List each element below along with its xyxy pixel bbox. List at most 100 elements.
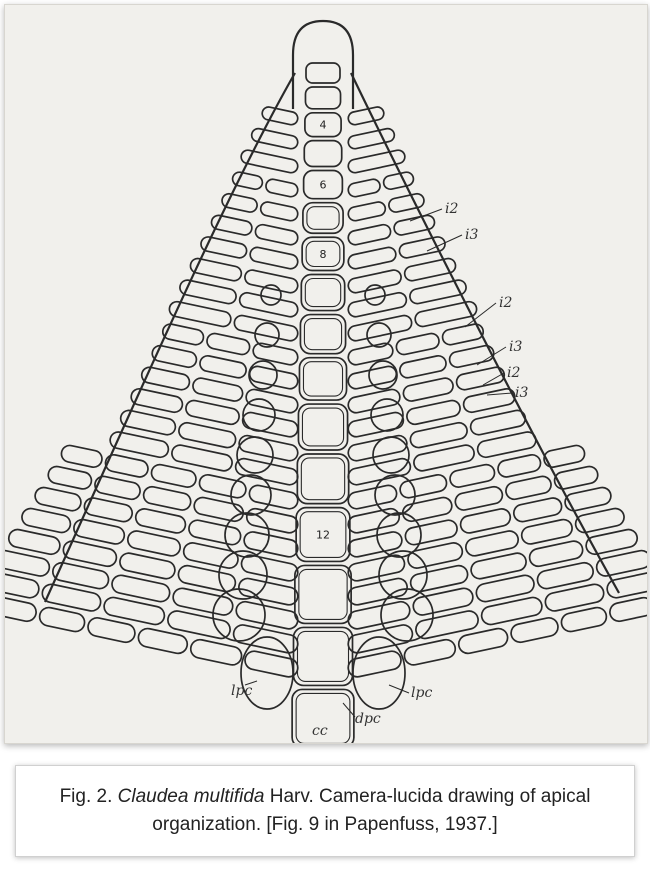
lateral-cell <box>184 399 240 426</box>
pericentral-cell <box>237 437 273 473</box>
lateral-cell <box>134 507 187 534</box>
lateral-cell <box>347 246 397 270</box>
lateral-cell <box>161 323 204 346</box>
lateral-cell <box>560 606 608 633</box>
lateral-filament <box>140 366 299 414</box>
lateral-filament <box>347 127 395 149</box>
lateral-filament <box>200 236 299 270</box>
lateral-cell <box>347 149 406 174</box>
lateral-cell <box>187 519 242 547</box>
lateral-cell <box>574 507 626 534</box>
lateral-filament <box>109 430 300 486</box>
axial-cell-inner-wall <box>307 207 339 230</box>
lateral-cell <box>126 529 182 557</box>
lateral-filament <box>347 465 600 534</box>
lateral-cell <box>347 530 404 558</box>
lateral-cell <box>250 127 298 149</box>
lateral-cell <box>347 314 413 342</box>
lateral-cell <box>347 201 387 222</box>
lateral-cell <box>177 421 237 449</box>
lateral-cell <box>150 463 198 489</box>
lateral-filament <box>130 387 299 438</box>
axial-cell <box>304 141 341 167</box>
axial-cell-inner-wall <box>297 631 348 681</box>
lateral-cell <box>142 485 192 511</box>
lateral-filament <box>347 236 446 270</box>
cell-number: 8 <box>320 248 327 261</box>
label-dpc: dpc <box>355 711 381 727</box>
lateral-cell <box>38 606 86 633</box>
lateral-cell <box>189 638 243 667</box>
lateral-cell <box>398 354 447 379</box>
label-lpc: lpc <box>411 685 432 701</box>
lateral-filament <box>250 127 298 149</box>
lateral-cell <box>199 354 248 379</box>
axial-cell-inner-wall <box>304 319 341 350</box>
lateral-cell <box>403 638 457 667</box>
figure-caption: Fig. 2. Claudea multifida Harv. Camera-l… <box>16 783 634 839</box>
lateral-cell <box>245 507 299 534</box>
lateral-cell <box>402 377 455 403</box>
lateral-cell <box>151 344 198 368</box>
pericentral-cell <box>369 361 397 389</box>
lateral-cell <box>476 430 537 458</box>
lateral-cell <box>248 484 299 510</box>
lateral-cell <box>206 332 251 356</box>
lateral-cell <box>233 314 299 342</box>
lateral-cell <box>469 409 527 436</box>
cell-number: 6 <box>320 179 327 192</box>
lateral-cell <box>462 387 516 413</box>
lateral-cell <box>252 342 299 366</box>
lateral-cell <box>140 366 191 391</box>
lateral-cell <box>249 246 299 270</box>
label-i3: i3 <box>509 339 522 355</box>
axial-cell <box>293 627 352 685</box>
lateral-cell <box>347 484 398 510</box>
lateral-filament <box>347 257 457 294</box>
lateral-cell <box>265 178 299 198</box>
lateral-cell <box>168 300 232 328</box>
lateral-cell <box>347 623 415 654</box>
axial-cell-inner-wall <box>305 279 340 307</box>
lateral-cell <box>347 342 394 366</box>
axial-cell <box>306 63 340 83</box>
cell-number: 4 <box>320 119 327 132</box>
lateral-cell <box>414 300 478 328</box>
lateral-cell <box>585 528 639 556</box>
lateral-cell <box>382 171 414 190</box>
lateral-filament <box>34 486 300 558</box>
lateral-filament <box>347 430 538 486</box>
lateral-filament <box>347 486 613 558</box>
lateral-cell <box>399 473 448 499</box>
lateral-cell <box>7 528 61 556</box>
lateral-cell <box>5 596 38 623</box>
lateral-cell <box>564 486 613 512</box>
lateral-cell <box>457 627 509 655</box>
lateral-cell <box>347 507 401 534</box>
label-lpc: lpc <box>231 683 252 699</box>
lateral-cell <box>405 399 461 426</box>
lateral-cell <box>454 485 504 511</box>
lateral-filament <box>60 444 299 510</box>
axial-cell <box>301 275 344 311</box>
lateral-filament <box>189 257 299 294</box>
lateral-cell <box>459 507 512 534</box>
lateral-cell <box>259 201 299 222</box>
lateral-filament <box>347 596 647 679</box>
lateral-filament <box>347 507 626 583</box>
label-i3-leader <box>487 393 512 395</box>
label-cc: cc <box>312 723 328 739</box>
apical-cap <box>293 21 353 109</box>
label-i3: i3 <box>515 385 528 401</box>
axial-cell-inner-wall <box>301 458 344 500</box>
lateral-filament <box>347 366 506 414</box>
lateral-filament <box>347 149 406 174</box>
lateral-cell <box>608 596 647 623</box>
lateral-filament <box>47 465 300 534</box>
lateral-cell <box>198 473 247 499</box>
lateral-cell <box>395 332 440 356</box>
lateral-cell <box>504 475 552 501</box>
lateral-cell <box>243 530 300 558</box>
cell-number: 12 <box>316 529 330 542</box>
